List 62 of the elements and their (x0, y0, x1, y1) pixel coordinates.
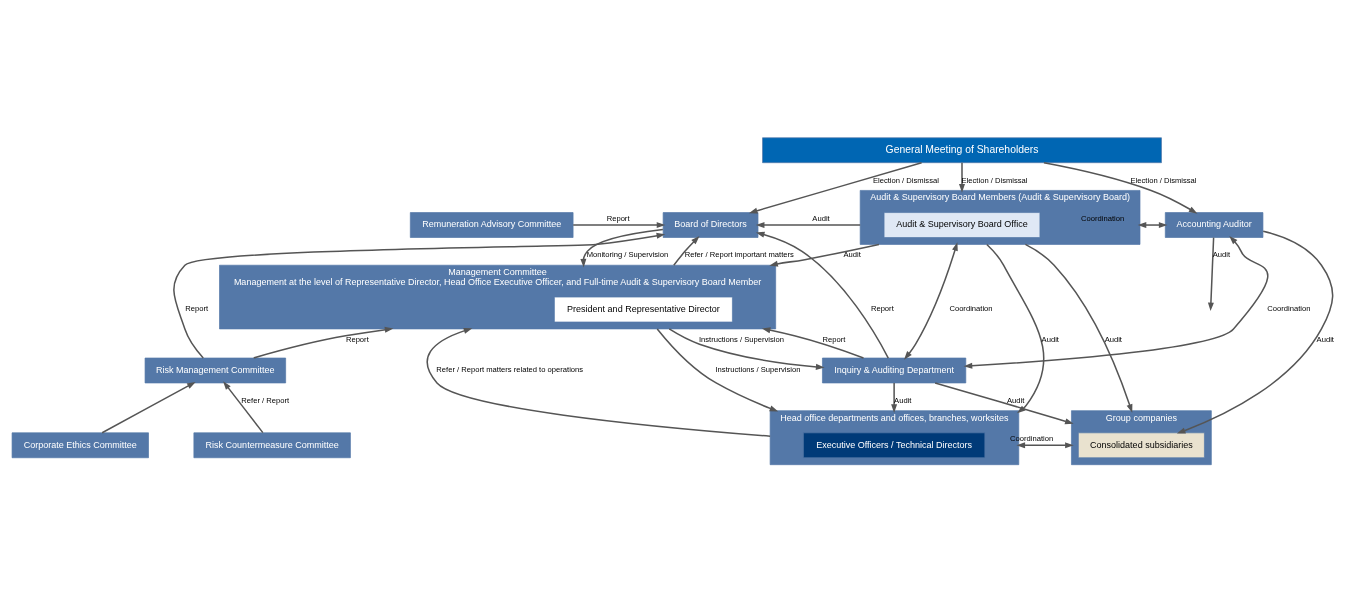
edge-label: Refer / Report important matters (684, 250, 794, 260)
node-box: President and Representative Director (554, 296, 733, 323)
node-box: Inquiry & Auditing Department (822, 357, 967, 384)
node-box: Accounting Auditor (1164, 212, 1264, 238)
arrow (101, 381, 196, 434)
edge-label: Report (185, 304, 209, 314)
arrow (755, 231, 890, 359)
arrow (755, 222, 861, 229)
arrow (769, 243, 880, 267)
arrow (904, 242, 958, 360)
arrow (656, 328, 779, 412)
node-box: Remuneration Advisory Committee (409, 212, 574, 238)
arrow (959, 161, 965, 193)
edge-label: Coordination (1081, 213, 1125, 223)
arrow (761, 327, 865, 359)
arrow (668, 328, 825, 370)
edge-label: Report (870, 304, 894, 314)
arrow (252, 326, 394, 359)
node-box: General Meeting of Shareholders (762, 137, 1162, 164)
arrow (1137, 222, 1168, 229)
arrow (673, 236, 700, 266)
arrow (1024, 243, 1133, 413)
arrow (1043, 161, 1198, 214)
edge-label: Audit (1316, 334, 1334, 344)
edge-label: Report (345, 334, 369, 344)
arrow (572, 222, 666, 229)
edge-label: Election / Dismissal (872, 175, 939, 185)
arrow (580, 228, 664, 268)
edge-label: Election / Dismissal (961, 175, 1028, 185)
node-box: Risk Management Committee (144, 357, 286, 384)
edge-label: Refer / Report (241, 395, 290, 405)
arrow (748, 161, 923, 214)
arrow (891, 382, 898, 413)
edge-label: Instructions / Supervision (698, 334, 784, 344)
edge-label: Coordination (1267, 304, 1311, 314)
node-box: Board of Directors (662, 212, 759, 238)
edge-label: Audit (1212, 250, 1231, 260)
node-box: Corporate Ethics Committee (11, 432, 149, 459)
node-box: Consolidated subsidiaries (1078, 432, 1205, 459)
arrow (426, 327, 771, 437)
node-box: Risk Countermeasure Committee (193, 432, 351, 459)
arrow (223, 381, 264, 434)
edge-label: Audit (843, 250, 861, 260)
arrow (1176, 230, 1334, 434)
node-box: Executive Officers / Technical Directors (803, 432, 986, 459)
arrow (173, 232, 666, 359)
edge-label: Audit (1041, 334, 1059, 344)
edge-label: Audit (1007, 395, 1025, 405)
edge-label: Monitoring / Supervision (586, 250, 669, 260)
arrow (1016, 442, 1074, 449)
edge-label: Coordination (949, 304, 993, 314)
edge-label: Audit (1104, 334, 1123, 344)
arrow (1207, 236, 1215, 312)
edge-label: Election / Dismissal (1130, 175, 1197, 185)
arrow (963, 235, 1269, 369)
edge-label: Refer / Report matters related to operations (436, 365, 584, 375)
edge-label: Audit (812, 213, 830, 223)
edge-label: Report (606, 213, 630, 223)
edge-label: Instructions / Supervision (715, 365, 801, 375)
edge-label: Report (822, 334, 846, 344)
arrow (934, 382, 1074, 425)
node-box: Audit & Supervisory Board Office (883, 212, 1041, 238)
